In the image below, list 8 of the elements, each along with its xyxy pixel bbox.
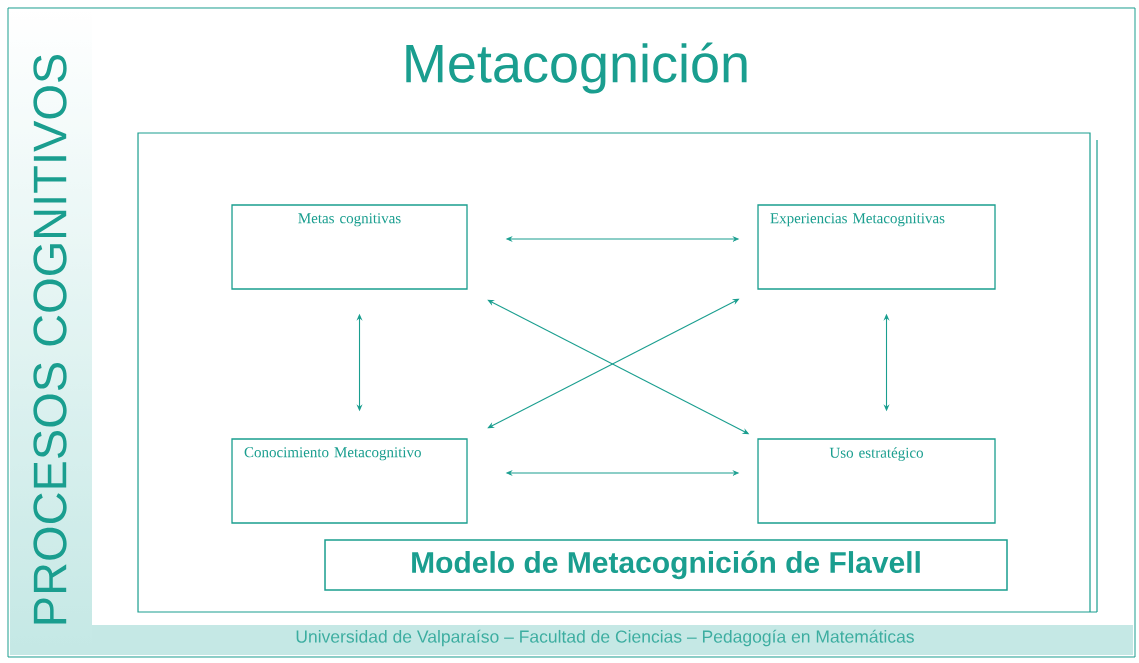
process-box: Experiencias Metacognitivas — [757, 204, 996, 290]
process-box: Metas cognitivas — [231, 204, 468, 290]
process-box: Uso estratégico — [757, 438, 996, 524]
footer-text: Universidad de Valparaíso – Facultad de Ciencias – Pedagogía en Matemáticas — [296, 629, 914, 647]
process-box: Conocimiento Metacognitivo — [231, 438, 468, 524]
side-label: PROCESOS COGNITIVOS — [33, 54, 67, 624]
caption-box: Modelo de Metacognición de Flavell — [324, 539, 1008, 591]
title: Metacognición — [406, 42, 747, 94]
